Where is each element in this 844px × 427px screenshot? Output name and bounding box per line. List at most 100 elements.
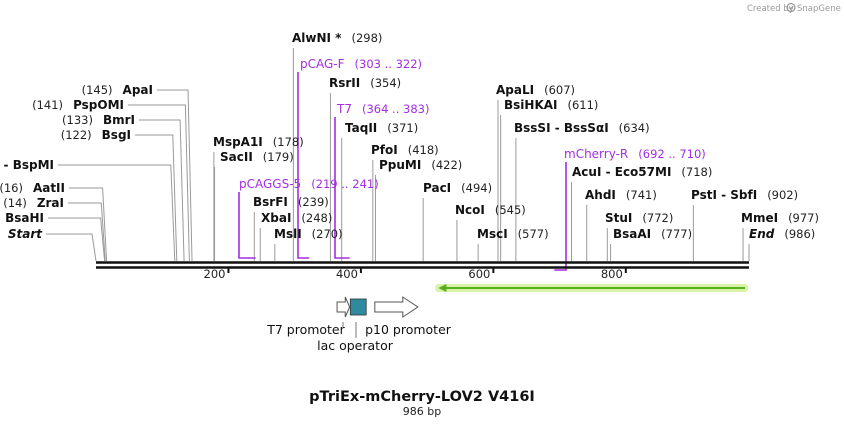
- site-position: (422): [431, 158, 462, 172]
- ruler-tick-label: 600: [468, 267, 490, 281]
- restriction-site-start: (0)Start: [0, 227, 43, 241]
- primer-pcaggs-5-label: pCAGGS-5(219 .. 241): [239, 177, 379, 191]
- site-position: (16): [0, 181, 23, 195]
- site-name: ApaI: [123, 83, 153, 97]
- restriction-site-ahdi: AhdI(741): [585, 188, 657, 202]
- site-position: (777): [661, 227, 692, 241]
- map-title-block: pTriEx-mCherry-LOV2 V416I 986 bp: [309, 389, 535, 418]
- restriction-site-msli: MslI(270): [274, 227, 343, 241]
- restriction-site-psti-sbfi: PstI - SbfI(902): [691, 188, 798, 202]
- restriction-site-alwni: AlwNI * (298): [292, 31, 382, 45]
- feature-t7-promoter-arrow: [336, 296, 351, 318]
- site-leader: [135, 134, 178, 262]
- site-name: BsaHI: [5, 211, 44, 225]
- site-position: (772): [642, 211, 673, 225]
- site-position: (298): [351, 31, 382, 45]
- site-leader-lines: [46, 48, 750, 262]
- primer-name: mCherry-R: [564, 147, 628, 161]
- primer-range: (219 .. 241): [311, 177, 379, 191]
- site-position: (179): [263, 150, 294, 164]
- feature-lac-operator-box: [349, 298, 367, 316]
- primer-t7-label: T7 (364 .. 383): [336, 102, 429, 116]
- site-leader: [139, 119, 185, 262]
- site-leader: [69, 187, 108, 262]
- primer-range: (364 .. 383): [362, 102, 430, 116]
- restriction-site-bsahi: (13)BsaHI: [0, 211, 44, 225]
- site-position: (418): [408, 143, 439, 157]
- site-leader: [128, 104, 190, 262]
- site-name: BsgI: [102, 128, 131, 142]
- restriction-site-end: End(986): [749, 227, 815, 241]
- feature-t7-promoter-label: T7 promoter: [266, 322, 345, 337]
- feature-p10-promoter-arrow: [374, 296, 419, 318]
- restriction-site-aatii: (16) AatII: [0, 181, 65, 195]
- site-position: (634): [619, 121, 650, 135]
- site-name: AatII: [33, 181, 65, 195]
- site-name: AcuI - Eco57MI: [572, 165, 671, 179]
- site-leader: [157, 89, 193, 262]
- restriction-site-rsrii: RsrII (354): [329, 76, 401, 90]
- site-position: (133): [62, 113, 93, 127]
- primer-name: T7: [336, 102, 352, 116]
- ruler-tick-label: 800: [601, 267, 623, 281]
- site-leader: [46, 233, 97, 262]
- restriction-site-labels: (0)Start(13)BsaHI(14)ZraI(16)AatII(119)B…: [0, 31, 819, 241]
- feature-lac-operator-label: lac operator: [317, 338, 394, 353]
- site-position: (354): [370, 76, 401, 90]
- site-name: BssSI - BssSαI: [514, 121, 609, 135]
- feature-p10-promoter-label: p10 promoter: [365, 322, 452, 337]
- restriction-site-pspomi: (141)PspOMI: [32, 98, 124, 112]
- restriction-site-msci: MscI(577): [477, 227, 549, 241]
- site-name: AlwNI *: [292, 31, 342, 45]
- site-name: BsaAI: [613, 227, 651, 241]
- restriction-site-sacii: SacII(179): [220, 150, 294, 164]
- site-name: ZraI: [37, 196, 64, 210]
- site-position: (741): [626, 188, 657, 202]
- site-position: (977): [788, 211, 819, 225]
- restriction-site-mspa1i: MspA1I (178): [213, 135, 304, 149]
- site-position: (611): [568, 98, 599, 112]
- restriction-site-bfuai-bspmi: (119)BfuAI - BspMI: [0, 158, 54, 172]
- site-position: (545): [495, 203, 526, 217]
- site-name: RsrII: [329, 76, 360, 90]
- site-leader: [58, 164, 176, 262]
- site-position: (122): [61, 128, 92, 142]
- restriction-site-bsgi: (122) BsgI: [61, 128, 131, 142]
- restriction-site-apali: ApaLI(607): [496, 83, 575, 97]
- plasmid-length: 986 bp: [403, 405, 441, 418]
- restriction-site-ppumi: PpuMI (422): [379, 158, 462, 172]
- snapgene-logo-icon: [786, 2, 796, 13]
- site-name: XbaI: [261, 211, 291, 225]
- restriction-site-ncoi: NcoI(545): [455, 203, 526, 217]
- restriction-site-xbai: XbaI(248): [261, 211, 332, 225]
- restriction-site-bsihkai: BsiHKAI(611): [504, 98, 598, 112]
- site-name: MspA1I: [213, 135, 263, 149]
- site-name: MmeI: [741, 211, 778, 225]
- plasmid-title: pTriEx-mCherry-LOV2 V416I: [309, 389, 535, 405]
- site-name: MslI: [274, 227, 302, 241]
- restriction-site-stui: StuI(772): [605, 211, 673, 225]
- restriction-site-mmei: MmeI (977): [741, 211, 819, 225]
- site-name: PacI: [423, 181, 451, 195]
- site-name: PpuMI: [379, 158, 421, 172]
- site-name: Start: [8, 227, 43, 241]
- site-name: ApaLI: [496, 83, 534, 97]
- primer-range: (692 .. 710): [638, 147, 706, 161]
- restriction-site-bmri: (133)BmrI: [62, 113, 135, 127]
- site-name: PfoI: [371, 143, 398, 157]
- primer-range: (303 .. 322): [355, 57, 423, 71]
- restriction-site-bsrfi: BsrFI(239): [253, 195, 329, 209]
- primer-labels: pCAG-F(303 .. 322)T7(364 .. 383)pCAGGS-5…: [239, 57, 706, 191]
- site-position: (902): [767, 188, 798, 202]
- site-name: BfuAI - BspMI: [0, 158, 54, 172]
- site-name: BsrFI: [253, 195, 288, 209]
- primer-pcag-f-marker: [297, 72, 310, 259]
- restriction-site-taqii: TaqII(371): [345, 121, 418, 135]
- restriction-site-pfoi: PfoI (418): [371, 143, 439, 157]
- site-position: (986): [784, 227, 815, 241]
- primer-mcherry-r-marker: [554, 162, 567, 271]
- site-position: (178): [273, 135, 304, 149]
- orf-arrowhead: [438, 284, 447, 292]
